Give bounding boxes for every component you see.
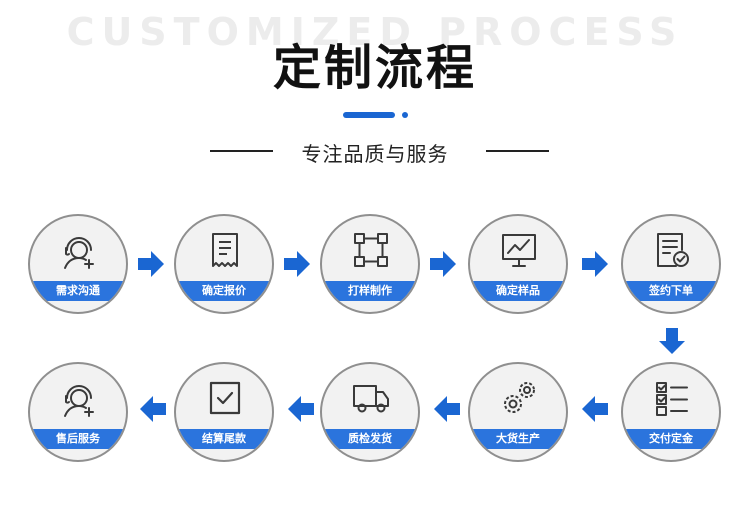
step-label: 结算尾款: [176, 429, 272, 449]
arrow-left-icon: [286, 394, 316, 424]
step-after-sales: 售后服务: [28, 362, 128, 462]
arrow-left-icon: [138, 394, 168, 424]
arrow-right-icon: [136, 249, 166, 279]
step-label: 签约下单: [623, 281, 719, 301]
title-accent-bar: [343, 112, 395, 118]
receipt-icon: [205, 230, 245, 270]
sign-document-icon: [652, 230, 692, 270]
step-sample-making: 打样制作: [320, 214, 420, 314]
arrow-right-icon: [428, 249, 458, 279]
checkbox-icon: [205, 378, 245, 418]
step-label: 质检发货: [322, 429, 418, 449]
customer-service-icon: [59, 378, 99, 418]
step-label: 大货生产: [470, 429, 566, 449]
step-confirm-quote: 确定报价: [174, 214, 274, 314]
step-label: 交付定金: [623, 429, 719, 449]
step-label: 售后服务: [30, 429, 126, 449]
step-label: 打样制作: [322, 281, 418, 301]
checklist-icon: [652, 378, 692, 418]
arrow-down-icon: [657, 326, 687, 356]
step-sign-order: 签约下单: [621, 214, 721, 314]
step-demand-communication: 需求沟通: [28, 214, 128, 314]
title-accent-dot: [402, 112, 408, 118]
customer-service-icon: [59, 230, 99, 270]
step-label: 确定样品: [470, 281, 566, 301]
page-subtitle: 专注品质与服务: [301, 142, 449, 166]
node-diagram-icon: [351, 230, 391, 270]
page-title: 定制流程: [272, 40, 477, 96]
step-label: 确定报价: [176, 281, 272, 301]
step-label: 需求沟通: [30, 281, 126, 301]
delivery-truck-icon: [351, 378, 391, 418]
arrow-left-icon: [432, 394, 462, 424]
step-pay-deposit: 交付定金: [621, 362, 721, 462]
step-mass-production: 大货生产: [468, 362, 568, 462]
arrow-left-icon: [580, 394, 610, 424]
arrow-right-icon: [282, 249, 312, 279]
background-watermark-text: CUSTOMIZED PROCESS: [66, 10, 684, 54]
step-final-payment: 结算尾款: [174, 362, 274, 462]
subtitle-line-right: [486, 150, 549, 152]
subtitle-line-left: [210, 150, 273, 152]
arrow-right-icon: [580, 249, 610, 279]
step-confirm-sample: 确定样品: [468, 214, 568, 314]
step-inspection-shipping: 质检发货: [320, 362, 420, 462]
monitor-chart-icon: [499, 230, 539, 270]
gears-icon: [499, 378, 539, 418]
